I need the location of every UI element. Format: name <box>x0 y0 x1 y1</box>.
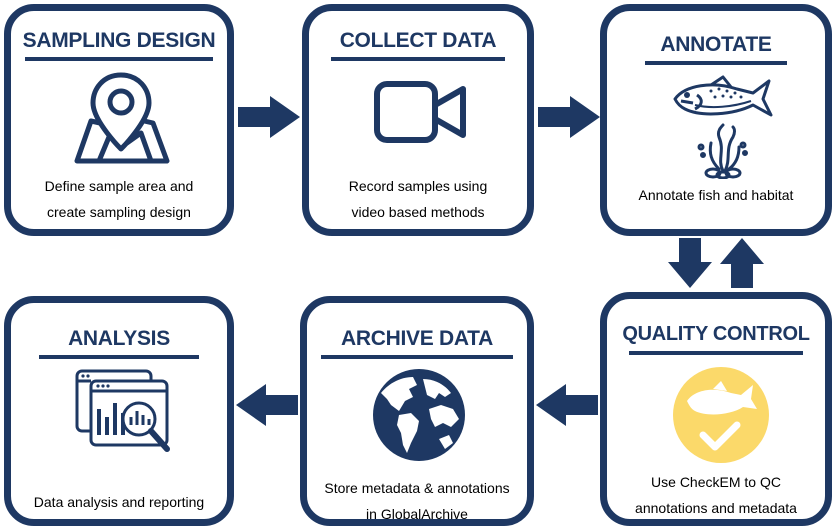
fish-check-icon <box>671 365 771 465</box>
globe-icon <box>369 365 469 465</box>
arrow-down-icon <box>668 238 712 288</box>
arrow-up-icon <box>720 238 764 288</box>
title-underline <box>321 355 513 359</box>
description-line: Record samples using <box>348 178 488 194</box>
description-line: Annotate fish and habitat <box>638 187 794 203</box>
step-description: Use CheckEM to QC annotations and metada… <box>607 469 825 521</box>
step-title: COLLECT DATA <box>339 29 497 52</box>
description-line: Use CheckEM to QC <box>651 474 781 490</box>
step-description: Store metadata & annotations in GlobalAr… <box>307 475 527 527</box>
description-line: Define sample area and <box>44 178 194 194</box>
arrow-right-icon <box>238 96 300 138</box>
data-magnifier-icon <box>71 365 181 465</box>
step-title: ANALYSIS <box>68 327 170 350</box>
step-card-archive-data: ARCHIVE DATA Store metadata & annotation… <box>300 296 534 526</box>
step-title: ARCHIVE DATA <box>341 327 493 350</box>
step-card-analysis: ANALYSIS Data analysis and reporting <box>4 296 234 526</box>
description-line: in GlobalArchive <box>366 506 468 522</box>
title-underline <box>645 61 787 65</box>
step-description: Record samples using video based methods <box>309 173 527 225</box>
arrow-right-icon <box>538 96 600 138</box>
description-line: Data analysis and reporting <box>33 494 205 510</box>
arrow-left-icon <box>536 384 598 426</box>
step-description: Annotate fish and habitat <box>607 182 825 208</box>
title-underline <box>331 57 505 61</box>
seaweed-icon <box>695 123 751 180</box>
arrow-left-icon <box>236 384 298 426</box>
map-pin-icon <box>69 67 173 171</box>
step-description: Data analysis and reporting <box>11 489 227 515</box>
description-line: Store metadata & annotations <box>324 480 510 496</box>
title-underline <box>25 57 213 61</box>
step-card-sampling-design: SAMPLING DESIGN Define sample area and c… <box>4 4 234 236</box>
step-title: SAMPLING DESIGN <box>22 29 216 52</box>
title-underline <box>629 351 803 355</box>
fish-icon <box>671 75 775 121</box>
step-title: ANNOTATE <box>660 33 772 56</box>
description-line: annotations and metadata <box>635 500 797 516</box>
description-line: create sampling design <box>47 204 191 220</box>
step-card-annotate: ANNOTATE <box>600 4 832 236</box>
description-line: video based methods <box>351 204 485 220</box>
step-description: Define sample area and create sampling d… <box>11 173 227 225</box>
title-underline <box>39 355 199 359</box>
video-camera-icon <box>373 79 469 145</box>
step-card-collect-data: COLLECT DATA Record samples using video … <box>302 4 534 236</box>
step-card-quality-control: QUALITY CONTROL Use CheckEM to QC annota… <box>600 292 832 526</box>
step-title: QUALITY CONTROL <box>622 323 810 345</box>
